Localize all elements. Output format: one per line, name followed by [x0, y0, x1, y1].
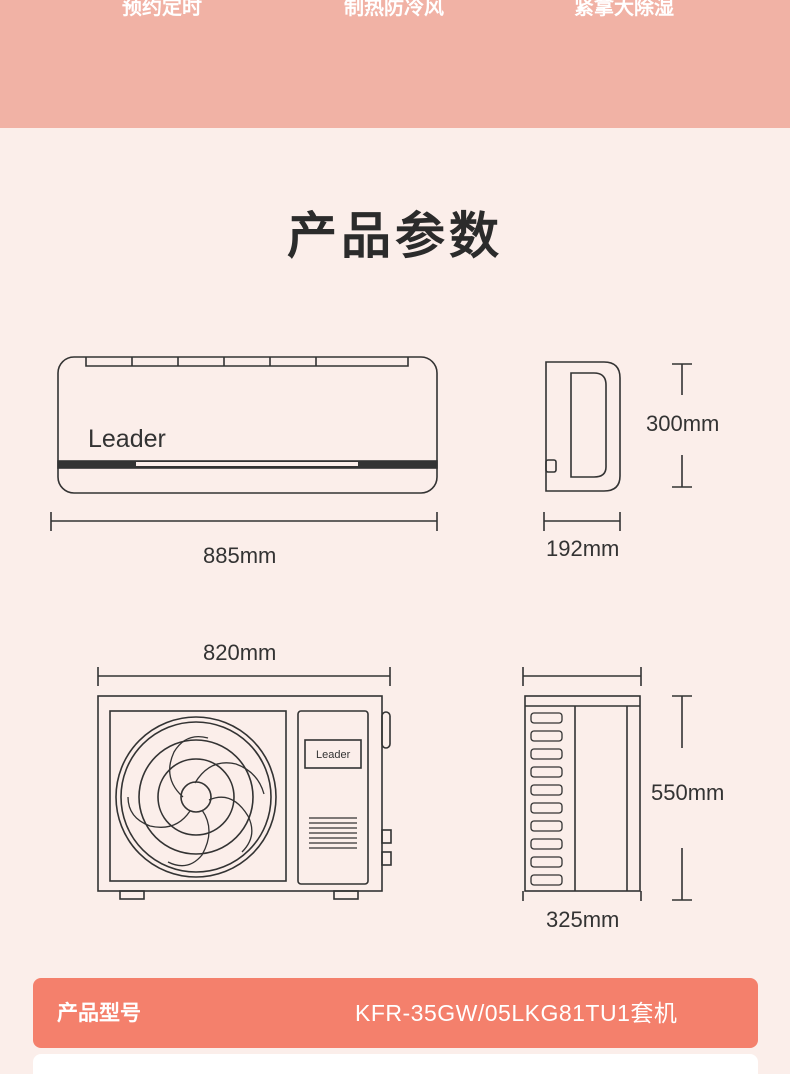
- spec-label: 产品型号: [57, 1001, 141, 1025]
- feature-dehumidify-label: 紧拿大除湿: [574, 0, 674, 19]
- top-feature-band: 预约定时 制热防冷风 紧拿大除湿: [0, 0, 790, 128]
- indoor-height-label: 300mm: [646, 411, 720, 436]
- outdoor-unit-side-illustration: [524, 695, 641, 892]
- spec-row-next: [33, 1054, 758, 1074]
- outdoor-height-label: 550mm: [651, 780, 725, 805]
- outdoor-brand-logo: Leader: [316, 749, 351, 761]
- outdoor-height-dimension-line: [672, 695, 692, 901]
- spec-row-model: 产品型号 KFR-35GW/05LKG81TU1套机: [33, 978, 758, 1048]
- feature-timer-label: 预约定时: [122, 0, 202, 19]
- indoor-brand-logo: Leader: [88, 425, 166, 453]
- indoor-depth-label: 192mm: [546, 536, 620, 561]
- page-title: 产品参数: [287, 207, 503, 265]
- indoor-width-dimension-line: [50, 512, 438, 531]
- indoor-depth-dimension-line: [543, 512, 621, 531]
- outdoor-unit-front-illustration: Leader: [97, 695, 392, 900]
- outdoor-bottom-dimension-line: [522, 891, 642, 901]
- indoor-height-dimension-line: [672, 363, 692, 488]
- indoor-width-label: 885mm: [203, 543, 277, 568]
- outdoor-depth-dimension-line: [522, 667, 642, 686]
- outdoor-depth-label: 325mm: [546, 907, 620, 932]
- spec-value: KFR-35GW/05LKG81TU1套机: [355, 1000, 678, 1026]
- indoor-unit-side-illustration: [545, 361, 621, 492]
- feature-heating-label: 制热防冷风: [344, 0, 444, 19]
- outdoor-width-label: 820mm: [203, 640, 277, 665]
- indoor-unit-front-illustration: Leader: [57, 356, 438, 494]
- outdoor-width-dimension-line: [97, 667, 391, 686]
